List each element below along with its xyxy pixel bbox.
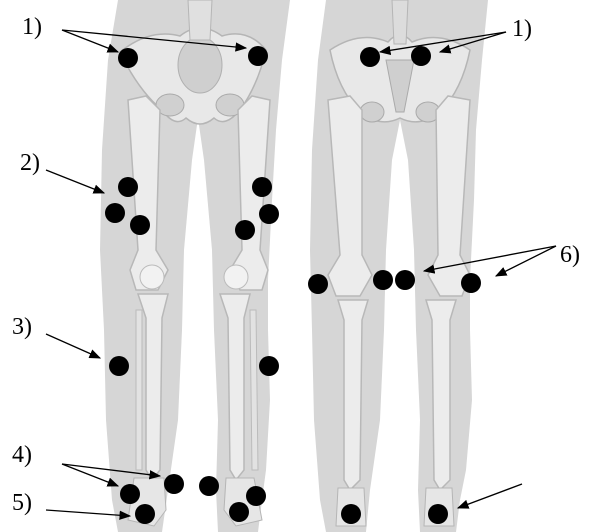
label-1-left: 1) [22, 14, 42, 40]
marker-2-thigh-right-b [259, 204, 279, 224]
marker-4-ankle-right-a [199, 476, 219, 496]
marker-5-toe-right [229, 502, 249, 522]
marker-1-front-right [248, 46, 268, 66]
marker-4-ankle-left-b [164, 474, 184, 494]
marker-4-ankle-right-b [246, 486, 266, 506]
marker-3-shank-right [259, 356, 279, 376]
arrow-3 [46, 334, 100, 358]
marker-3-shank-left [109, 356, 129, 376]
label-5: 5) [12, 490, 32, 516]
front-view [100, 0, 290, 532]
marker-4-ankle-left-a [120, 484, 140, 504]
marker-6-knee-c [395, 270, 415, 290]
label-3: 3) [12, 314, 32, 340]
marker-2-thigh-right-a [252, 177, 272, 197]
label-6: 6) [560, 242, 580, 268]
marker-6-knee-d [461, 273, 481, 293]
marker-1-back-right [411, 46, 431, 66]
label-2: 2) [20, 150, 40, 176]
marker-heel-right [428, 504, 448, 524]
marker-6-knee-a [308, 274, 328, 294]
arrow-back-heel [458, 484, 522, 508]
label-1-right: 1) [512, 16, 532, 42]
marker-heel-left [341, 504, 361, 524]
marker-2-thigh-left-c [130, 215, 150, 235]
label-4: 4) [12, 442, 32, 468]
marker-6-knee-b [373, 270, 393, 290]
marker-2-thigh-right-c [235, 220, 255, 240]
arrow-2 [46, 170, 104, 193]
arrow-6-b [496, 246, 556, 276]
marker-2-thigh-left-b [105, 203, 125, 223]
back-view [310, 0, 488, 532]
marker-5-toe-left [135, 504, 155, 524]
marker-2-thigh-left-a [118, 177, 138, 197]
marker-1-back-left [360, 47, 380, 67]
marker-1-front-left [118, 48, 138, 68]
